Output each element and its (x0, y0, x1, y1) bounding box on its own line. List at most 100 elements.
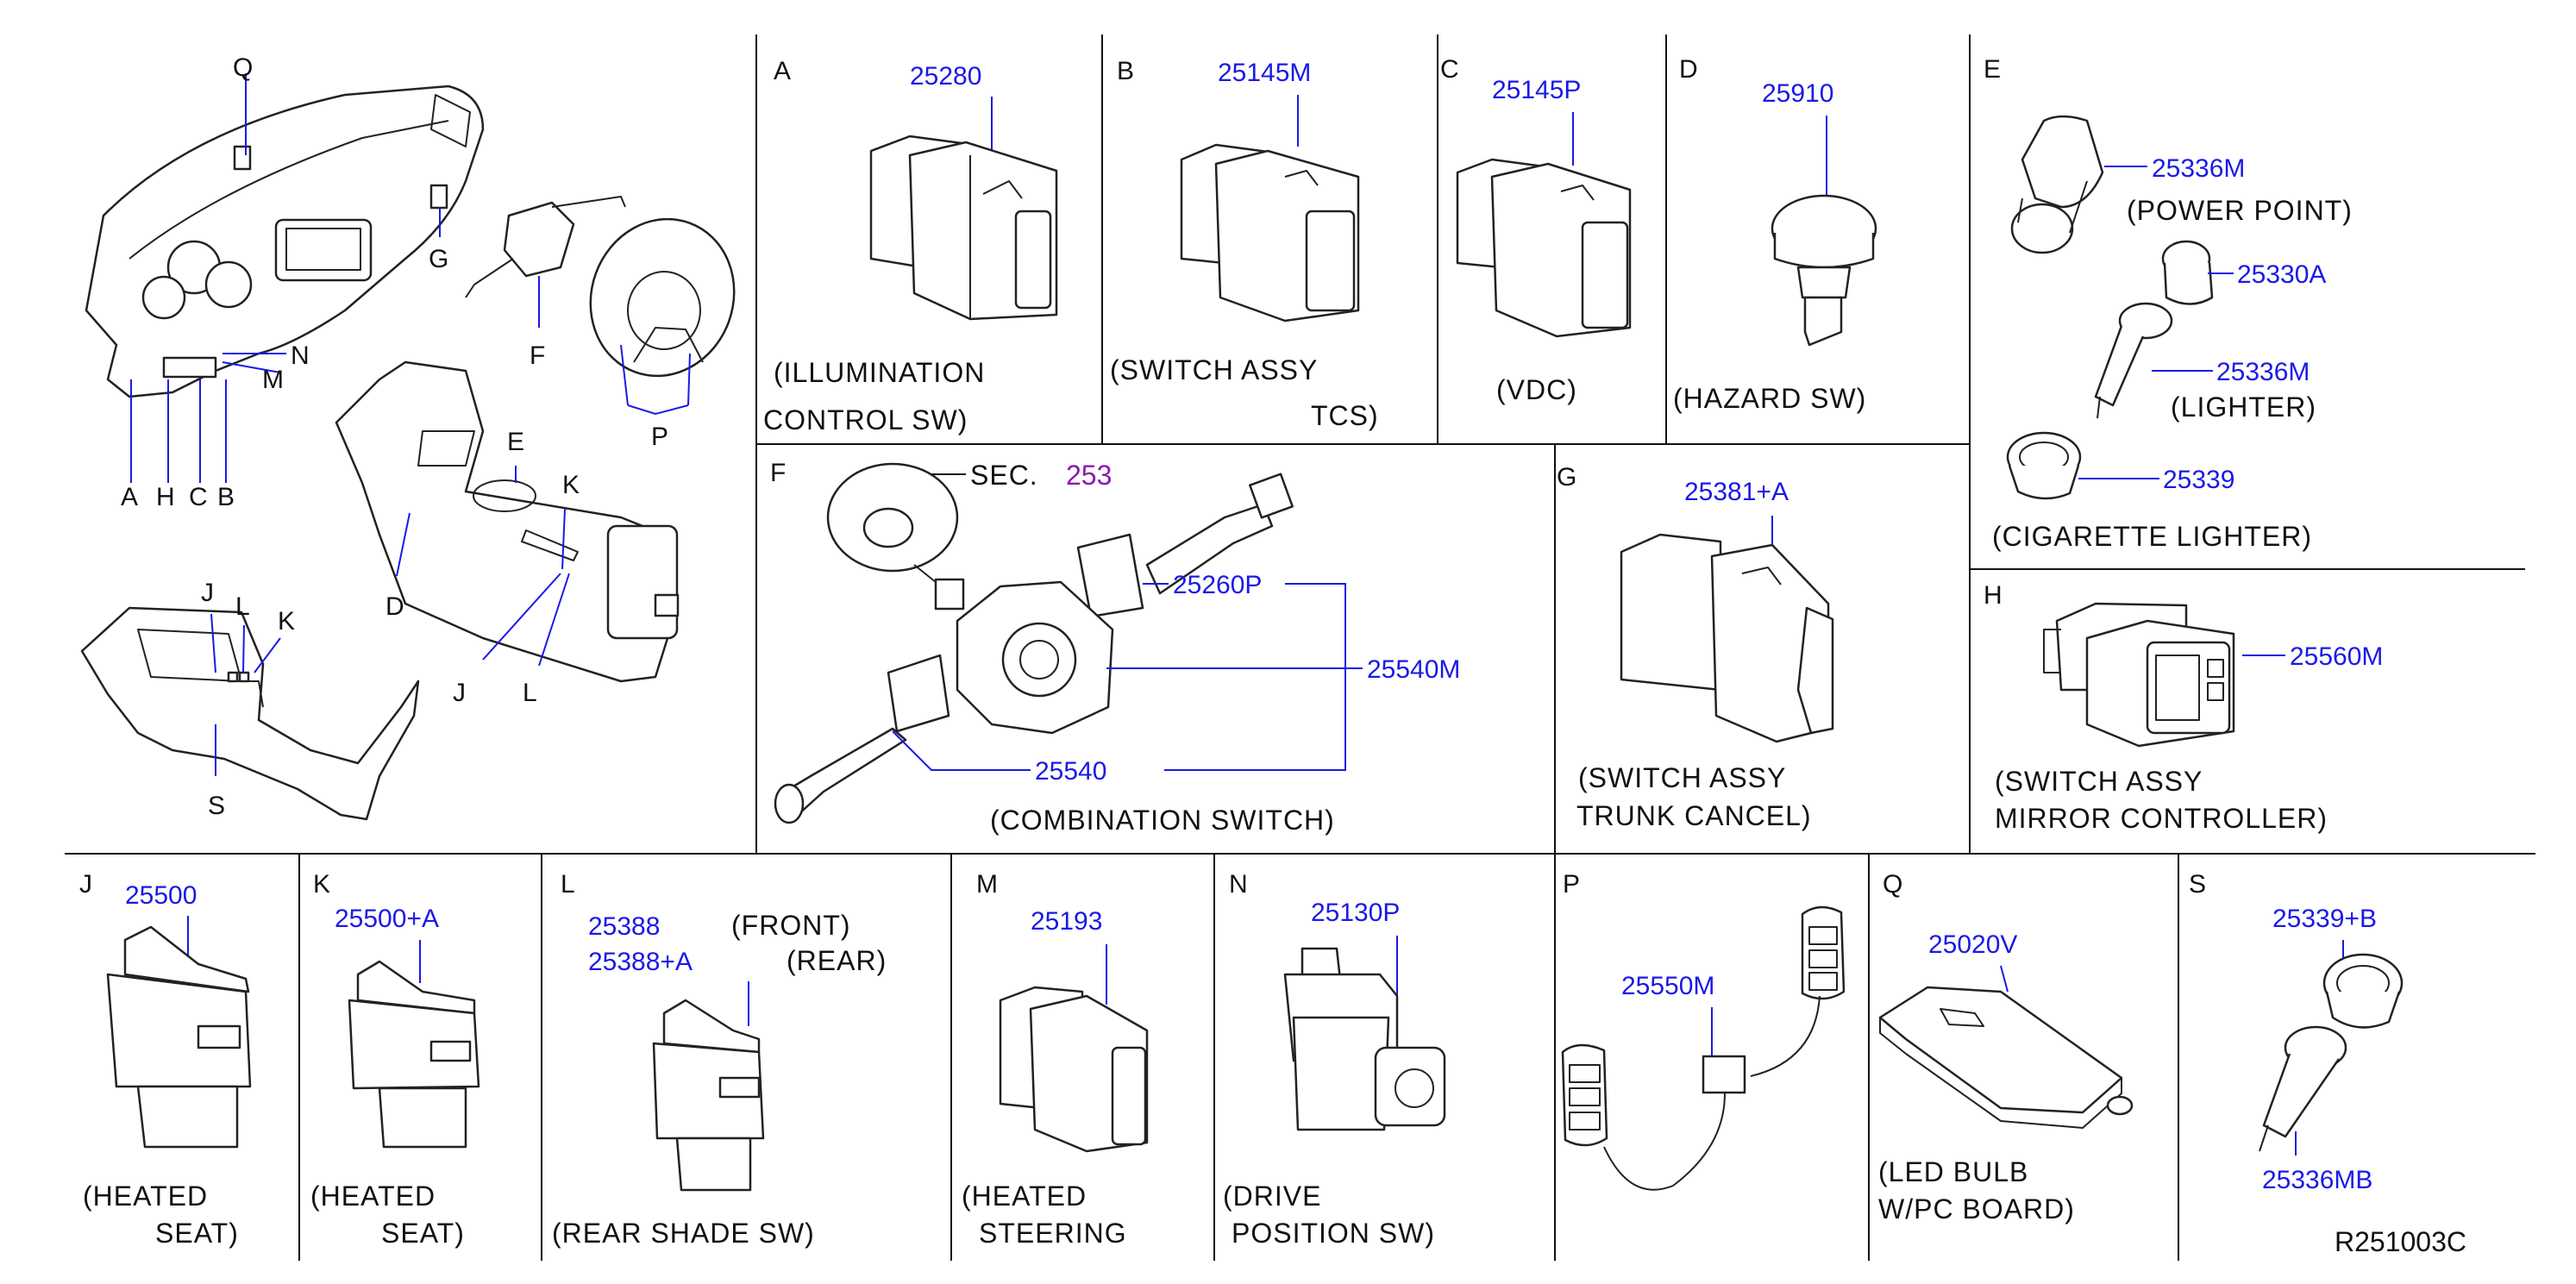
panel-n: N 25130P (DRIVE POSITION SW) (1223, 870, 1446, 1249)
caption-a-line2: CONTROL SW) (763, 404, 968, 435)
panel-s: S 25339+B 25336MB (2189, 870, 2404, 1194)
overview-label-m: M (262, 366, 284, 394)
panel-letter-l: L (561, 870, 575, 899)
caption-h-line1: (SWITCH ASSY (1995, 766, 2203, 797)
part-number-25330a: 25330A (2237, 260, 2326, 289)
sec-prefix: SEC. (970, 460, 1038, 491)
overview-label-a: A (121, 483, 138, 511)
overview-label-g: G (429, 245, 448, 273)
caption-m-line1: (HEATED (962, 1181, 1087, 1212)
part-number-25336m-lighter: 25336M (2216, 358, 2310, 386)
part-number-25260p: 25260P (1173, 571, 1262, 599)
panel-b: B 25145M (SWITCH ASSY TCS) (1110, 57, 1379, 431)
note-lighter: (LIGHTER) (2171, 391, 2316, 423)
panel-d: D 25910 (HAZARD SW) (1673, 55, 1877, 414)
caption-g-line2: TRUNK CANCEL) (1576, 800, 1812, 831)
overview-label-q: Q (233, 53, 253, 82)
caption-m-line2: STEERING (979, 1218, 1127, 1249)
diagram-reference-code: R251003C (2335, 1226, 2466, 1257)
note-power-point: (POWER POINT) (2127, 195, 2353, 226)
caption-l: (REAR SHADE SW) (552, 1218, 815, 1249)
overview-label-s: S (208, 792, 225, 820)
part-number-25381a: 25381+A (1684, 478, 1789, 506)
panel-letter-h: H (1984, 581, 2003, 610)
part-number-25910: 25910 (1762, 79, 1833, 108)
caption-k-line1: (HEATED (310, 1181, 436, 1212)
panel-letter-c: C (1440, 55, 1459, 84)
part-number-25540m: 25540M (1367, 655, 1460, 684)
caption-f: (COMBINATION SWITCH) (990, 805, 1335, 836)
panel-p: P 25550M (1561, 870, 1846, 1191)
panel-k: K 25500+A (HEATED SEAT) (310, 870, 480, 1249)
part-number-25145p: 25145P (1492, 76, 1581, 104)
overview-label-k-lower: K (278, 607, 295, 636)
panel-letter-n: N (1229, 870, 1248, 899)
overview-label-j-lower: J (201, 579, 214, 607)
panel-letter-p: P (1563, 870, 1580, 899)
panel-letter-j: J (79, 870, 92, 899)
caption-j-line1: (HEATED (83, 1181, 208, 1212)
caption-d: (HAZARD SW) (1673, 383, 1866, 414)
part-number-25020v: 25020V (1928, 930, 2017, 959)
overview-label-l-lower: L (235, 592, 250, 621)
overview-label-j-console: J (453, 679, 466, 707)
panel-letter-b: B (1117, 57, 1134, 85)
part-number-25280: 25280 (910, 62, 981, 91)
part-number-25130p: 25130P (1311, 899, 1400, 927)
overview-label-k-console: K (562, 471, 580, 499)
panel-letter-f: F (770, 459, 786, 487)
caption-q-line1: (LED BULB (1878, 1156, 2028, 1187)
panel-m: M 25193 (HEATED STEERING (962, 870, 1149, 1249)
caption-a-line1: (ILLUMINATION (774, 357, 985, 388)
panel-a: A 25280 (ILLUMINATION CONTROL SW) (763, 57, 1058, 435)
caption-n-line1: (DRIVE (1223, 1181, 1321, 1212)
panel-q: Q 25020V (LED BULB W/PC BOARD) (1878, 870, 2134, 1224)
part-number-25540: 25540 (1035, 757, 1106, 786)
overview-label-e: E (507, 428, 524, 456)
panel-l: L 25388 (FRONT) 25388+A (REAR) (REAR SHA… (552, 870, 886, 1249)
overview-label-h: H (156, 483, 175, 511)
panel-grid (65, 34, 2535, 1261)
caption-j-line2: SEAT) (155, 1218, 239, 1249)
part-number-25388a: 25388+A (588, 948, 693, 976)
overview-label-b: B (217, 483, 235, 511)
part-number-25500: 25500 (125, 881, 197, 910)
part-number-25388: 25388 (588, 912, 660, 941)
part-number-25339: 25339 (2163, 466, 2234, 494)
caption-q-line2: W/PC BOARD) (1878, 1193, 2075, 1224)
overview-label-n: N (291, 341, 310, 370)
part-number-25560m: 25560M (2290, 642, 2383, 671)
panel-c: C 25145P (VDC) (1440, 55, 1632, 405)
caption-c: (VDC) (1496, 374, 1577, 405)
overview-label-p: P (651, 423, 668, 451)
part-number-25336mb: 25336MB (2262, 1166, 2372, 1194)
part-number-25336m-power: 25336M (2152, 154, 2245, 183)
panel-letter-s: S (2189, 870, 2206, 899)
overview-label-d: D (385, 592, 404, 621)
panel-letter-e: E (1984, 55, 2001, 84)
caption-n-line2: POSITION SW) (1232, 1218, 1435, 1249)
caption-e: (CIGARETTE LIGHTER) (1992, 521, 2312, 552)
panel-f: F SEC. 253 25260P 25540M 25540 (COMBINAT… (770, 459, 1460, 836)
part-number-25500a: 25500+A (335, 905, 439, 933)
overview-label-c: C (189, 483, 208, 511)
lower-console-drawing (80, 606, 420, 821)
panel-letter-g: G (1557, 463, 1576, 492)
part-number-25550m: 25550M (1621, 972, 1714, 1000)
overview-label-f: F (530, 341, 545, 370)
panel-e: E 25336M (POWER POINT) 25330A 25336M (LI… (1984, 55, 2353, 552)
overview-illustration: Q G F N M A H C B P E K D J L J L K S (80, 53, 736, 821)
caption-k-line2: SEAT) (381, 1218, 465, 1249)
caption-b-line2: TCS) (1311, 400, 1379, 431)
note-front: (FRONT) (731, 910, 851, 941)
caption-b-line1: (SWITCH ASSY (1110, 354, 1318, 385)
part-number-25339b: 25339+B (2272, 905, 2377, 933)
caption-g-line1: (SWITCH ASSY (1578, 762, 1786, 793)
overview-label-l-console: L (523, 679, 537, 707)
part-number-25145m: 25145M (1218, 59, 1311, 87)
panel-letter-k: K (313, 870, 330, 899)
panel-letter-a: A (774, 57, 791, 85)
part-number-25193: 25193 (1031, 907, 1102, 936)
